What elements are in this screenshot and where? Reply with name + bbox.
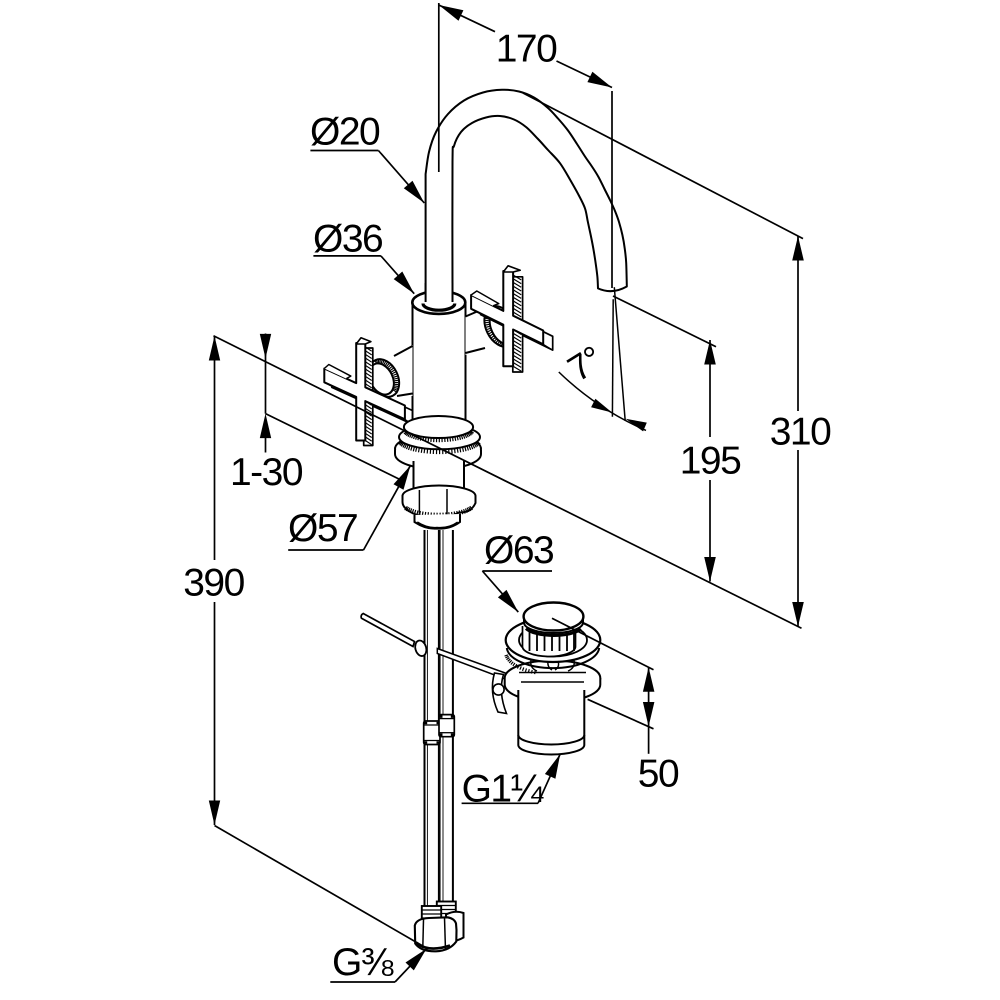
- svg-text:170: 170: [496, 28, 557, 71]
- svg-text:Ø20: Ø20: [310, 111, 380, 154]
- svg-text:Ø57: Ø57: [288, 507, 357, 550]
- svg-text:195: 195: [680, 440, 741, 483]
- svg-text:390: 390: [183, 562, 244, 605]
- svg-text:50: 50: [638, 753, 679, 796]
- svg-text:Ø63: Ø63: [484, 529, 553, 572]
- svg-text:G⅜: G⅜: [332, 941, 394, 984]
- svg-text:310: 310: [770, 411, 831, 454]
- svg-text:Ø36: Ø36: [313, 218, 382, 261]
- svg-text:1-30: 1-30: [230, 451, 303, 494]
